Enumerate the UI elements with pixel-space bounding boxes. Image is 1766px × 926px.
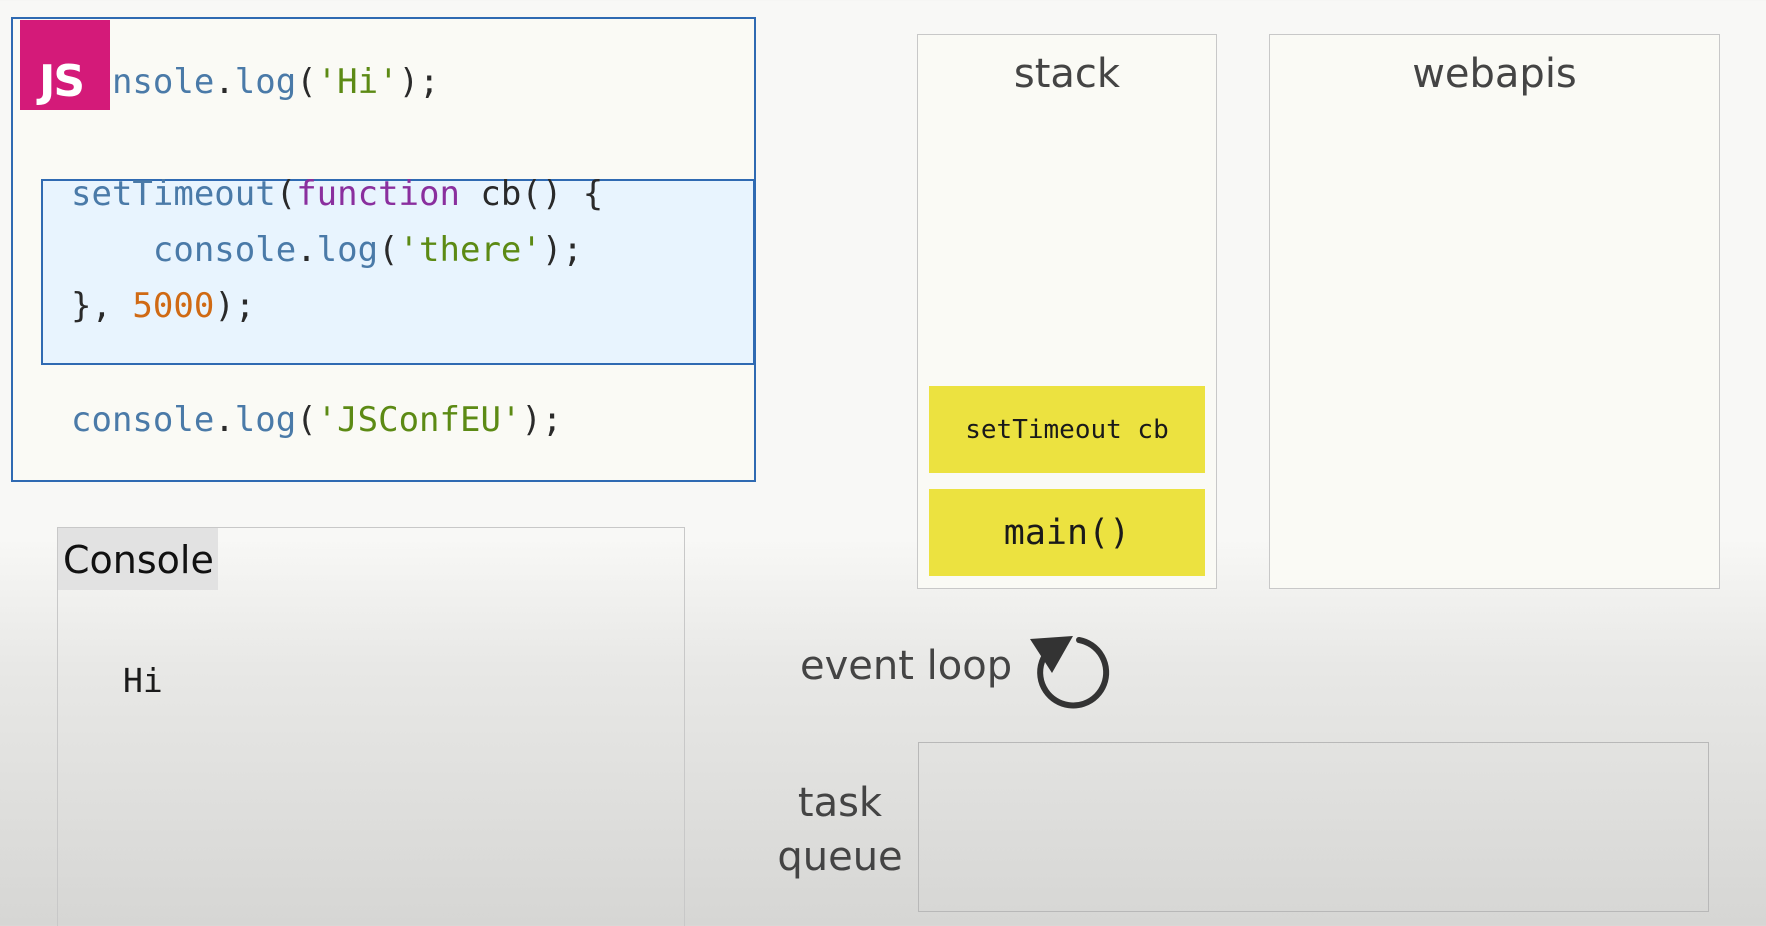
- code-token: console: [71, 400, 215, 440]
- stack-frame-settimeout-cb: setTimeout cb: [929, 386, 1205, 473]
- code-token: );: [541, 230, 583, 270]
- task-queue-label: task queue: [770, 776, 910, 884]
- call-stack-panel: stack setTimeout cb main(): [917, 34, 1217, 589]
- stack-title: stack: [1013, 51, 1121, 97]
- webapis-title: webapis: [1412, 51, 1577, 97]
- code-token: (: [275, 174, 297, 214]
- code-token: },: [71, 286, 133, 326]
- code-token: .: [214, 400, 235, 440]
- code-token: log: [234, 62, 297, 102]
- code-line-4: }, 5000);: [71, 286, 255, 326]
- code-token: );: [398, 62, 440, 102]
- task-queue-label-line1: task: [797, 780, 883, 826]
- task-queue-panel: [918, 742, 1709, 912]
- code-token: .: [296, 230, 317, 270]
- code-token: log: [234, 400, 297, 440]
- code-line-2: setTimeout(function cb() {: [71, 174, 603, 214]
- code-token: 'Hi': [316, 62, 399, 102]
- refresh-icon: [1030, 636, 1110, 709]
- code-token: );: [214, 286, 256, 326]
- console-title: Console: [63, 538, 214, 582]
- code-token: log: [316, 230, 379, 270]
- code-token: function: [296, 174, 460, 214]
- webapis-panel: webapis: [1269, 34, 1720, 589]
- code-token: 'there': [398, 230, 542, 270]
- code-token: [71, 230, 153, 270]
- code-token: (: [296, 62, 317, 102]
- code-token: console: [152, 230, 297, 270]
- stack-frame-main: main(): [929, 489, 1205, 576]
- js-logo-text: JS: [39, 56, 85, 107]
- console-output-line: Hi: [123, 661, 163, 700]
- console-panel: Console Hi: [57, 527, 685, 926]
- code-token: );: [521, 400, 563, 440]
- code-line-3: console.log('there');: [71, 230, 583, 270]
- code-token: (: [378, 230, 399, 270]
- code-token: 5000: [132, 286, 215, 326]
- console-header: Console: [58, 528, 218, 590]
- code-line-1: console.log('Hi');: [71, 62, 440, 102]
- code-token: (: [296, 400, 317, 440]
- event-loop-label: event loop: [800, 643, 1013, 689]
- code-panel: console.log('Hi'); setTimeout(function c…: [11, 17, 756, 482]
- code-token: cb() {: [459, 174, 604, 214]
- code-token: setTimeout: [71, 174, 276, 214]
- task-queue-label-line2: queue: [777, 834, 903, 880]
- code-token: .: [214, 62, 235, 102]
- current-statement-highlight: [41, 179, 755, 365]
- code-token: 'JSConfEU': [316, 400, 522, 440]
- code-line-5: console.log('JSConfEU');: [71, 400, 562, 440]
- js-logo: JS: [20, 20, 110, 110]
